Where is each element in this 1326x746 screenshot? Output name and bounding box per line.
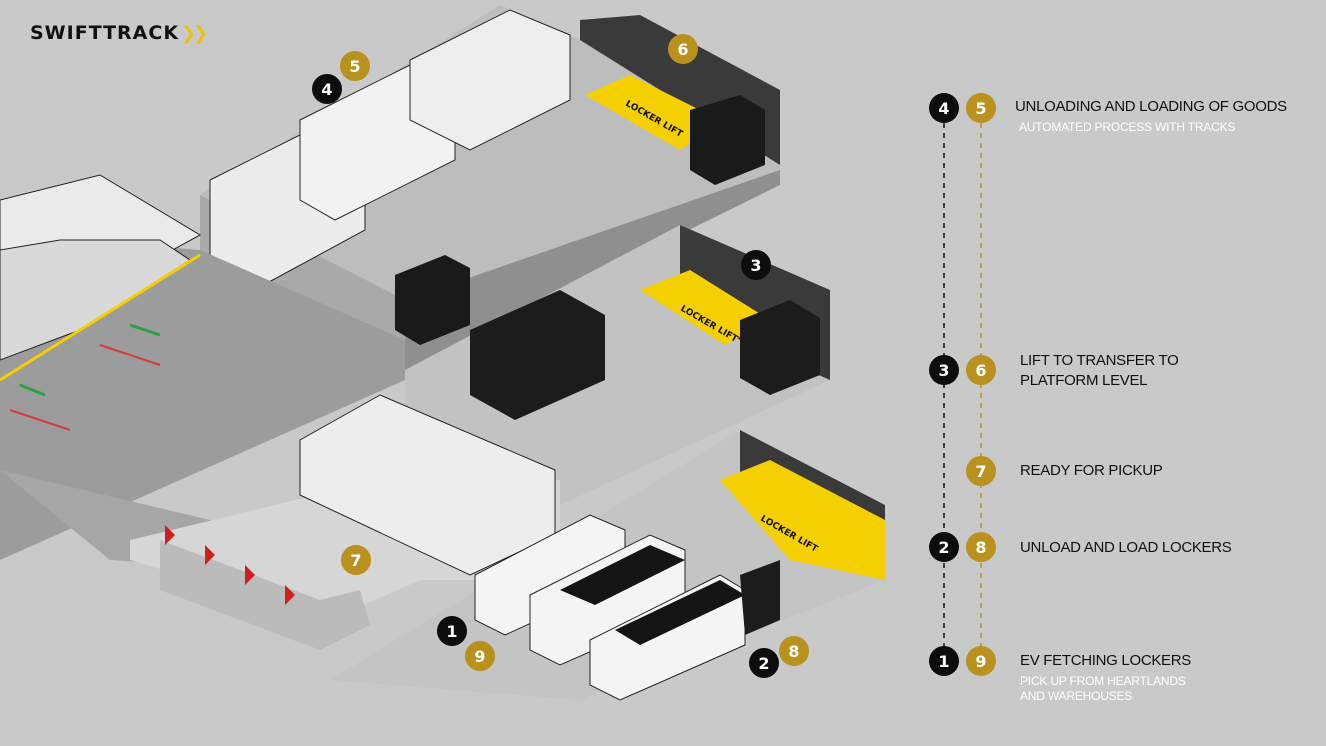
locker-lift-middle [640,270,770,345]
legend-badge-dark: 2 [929,532,959,562]
marker-8: 8 [779,636,809,666]
legend-badge-dark: 1 [929,646,959,676]
marker-5: 5 [340,51,370,81]
legend-badge-gold: 6 [966,355,996,385]
marker-9: 9 [465,641,495,671]
legend-title: UNLOAD AND LOAD LOCKERS [1020,539,1232,556]
marker-1: 1 [437,616,467,646]
legend-badge-gold: 8 [966,532,996,562]
marker-4: 4 [312,74,342,104]
legend-subtitle: AUTOMATED PROCESS WITH TRACKS [1019,120,1236,134]
legend-subtitle: PICK UP FROM HEARTLANDS AND WAREHOUSES [1020,674,1186,703]
legend-badge-gold: 7 [966,456,996,486]
legend-title: READY FOR PICKUP [1020,462,1163,479]
legend-badge-gold: 5 [966,93,996,123]
marker-7: 7 [341,545,371,575]
swifttrack-logo: SWIFTTRACK ❯❯ [30,22,208,44]
legend-badge-dark: 4 [929,93,959,123]
legend-badge-dark: 3 [929,355,959,385]
locker-lift-top [585,75,720,150]
legend-title: UNLOADING AND LOADING OF GOODS [1015,98,1287,115]
legend-title: EV FETCHING LOCKERS [1020,652,1191,669]
brand-name: SWIFTTRACK [30,22,180,44]
pickup-level [0,394,560,650]
marker-2: 2 [749,648,779,678]
locker-lift-bottom [720,460,885,580]
garage-level: LOCKER LIFT [330,430,885,701]
marker-3: 3 [741,250,771,280]
legend-title: LIFT TO TRANSFER TO PLATFORM LEVEL [1020,352,1179,389]
platform-level [0,174,405,560]
legend-connectors [943,123,982,663]
chevron-icon: ❯❯ [181,22,208,44]
top-level: LOCKER LIFT [200,5,780,370]
marker-6: 6 [668,34,698,64]
legend-badge-gold: 9 [966,646,996,676]
